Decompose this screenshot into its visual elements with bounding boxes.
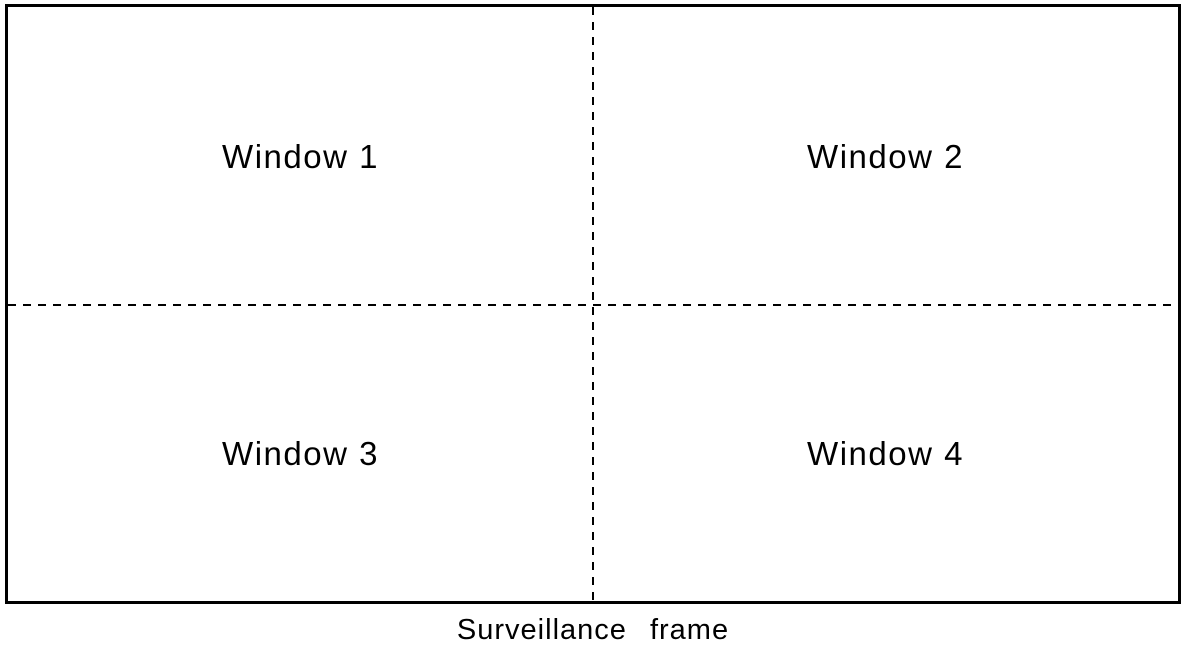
figure-caption: Surveillance frame	[456, 614, 730, 646]
window-1-region: Window 1	[8, 7, 593, 305]
window-4-label: Window 4	[807, 434, 964, 472]
horizontal-dashed-divider	[8, 304, 1178, 306]
surveillance-frame: Window 1 Window 2 Window 3 Window 4	[5, 4, 1181, 604]
window-3-region: Window 3	[8, 305, 593, 601]
window-1-label: Window 1	[222, 137, 379, 175]
window-2-label: Window 2	[807, 137, 964, 175]
window-3-label: Window 3	[222, 434, 379, 472]
window-2-region: Window 2	[593, 7, 1178, 305]
window-4-region: Window 4	[593, 305, 1178, 601]
